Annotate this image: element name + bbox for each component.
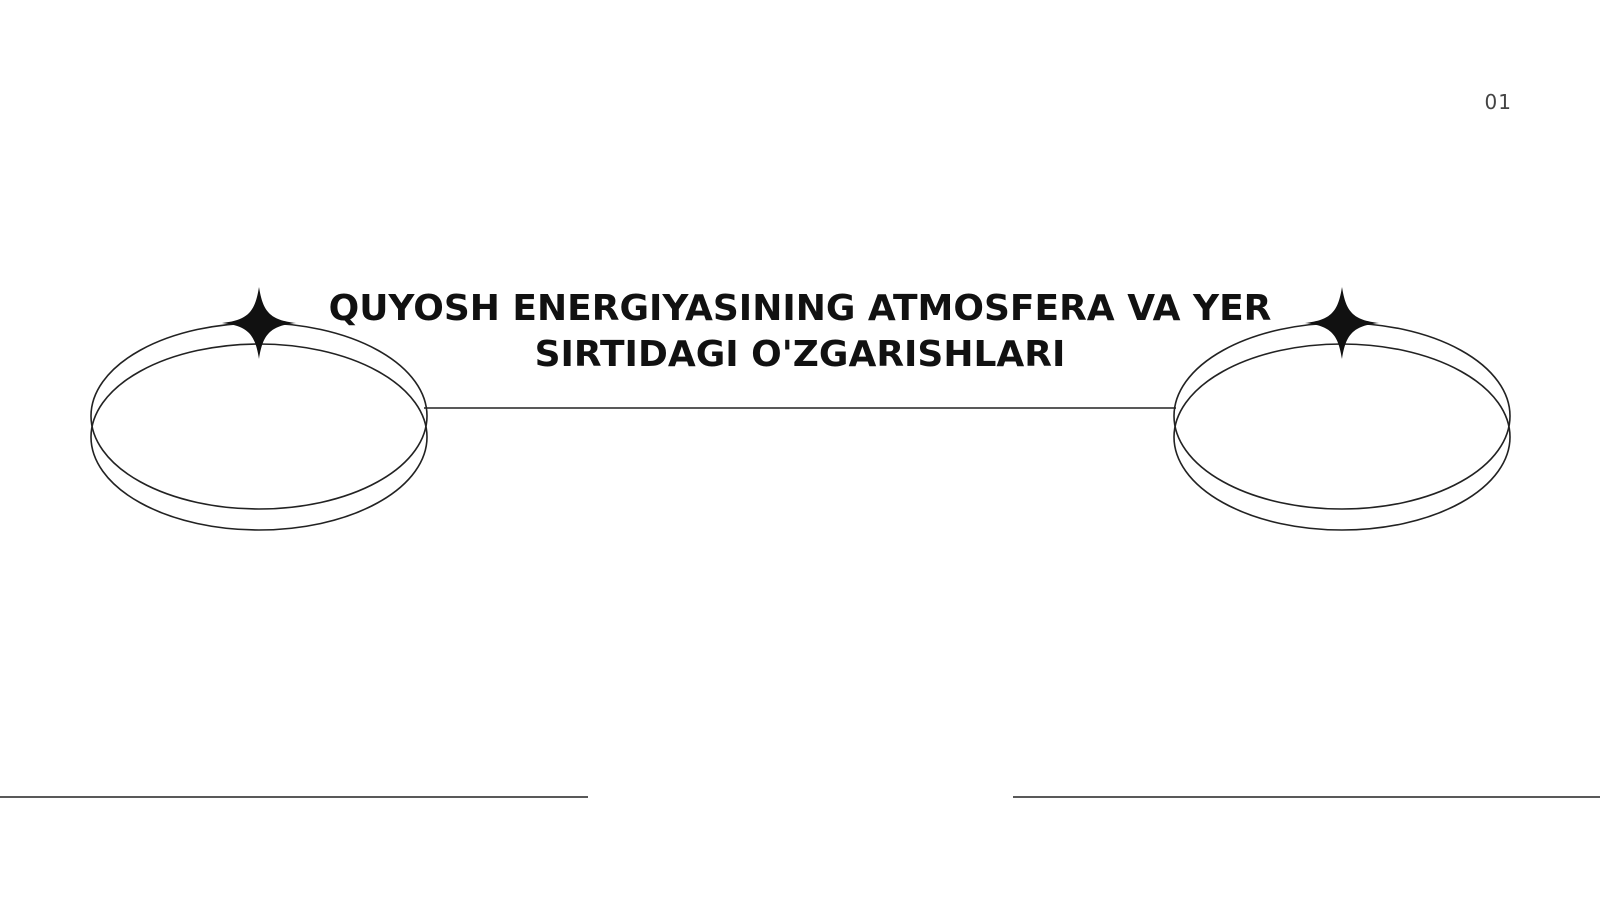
right-sparkle-icon (1305, 287, 1379, 359)
slide-title-line-2: SIRTIDAGI O'ZGARISHLARI (534, 334, 1066, 375)
slide-title-line-1: QUYOSH ENERGIYASINING ATMOSFERA VA YER (328, 288, 1272, 329)
page-number: 01 (1484, 90, 1512, 114)
left-sparkle-icon (222, 287, 296, 359)
slide-title: QUYOSH ENERGIYASINING ATMOSFERA VA YER S… (300, 286, 1300, 378)
